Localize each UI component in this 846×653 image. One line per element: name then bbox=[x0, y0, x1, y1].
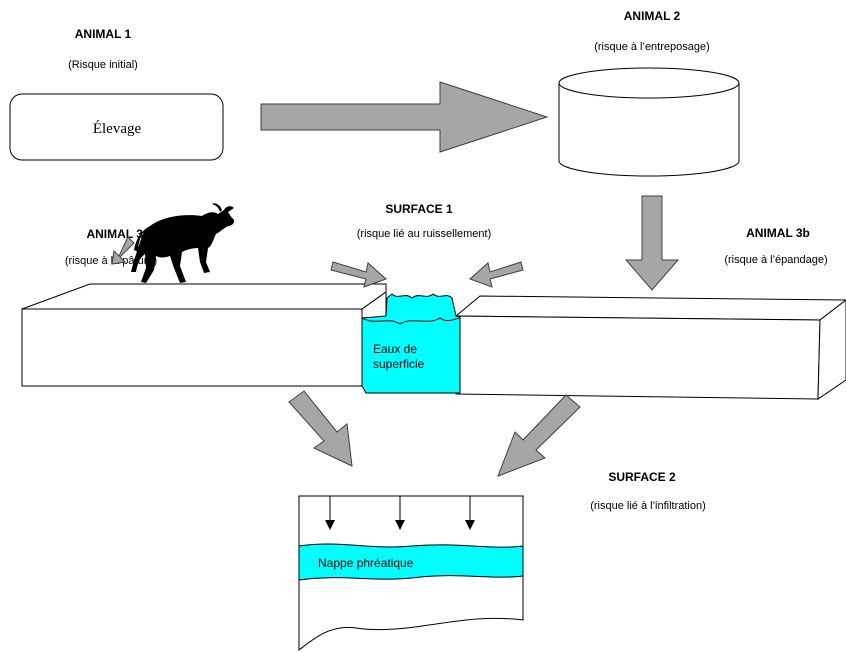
animal2-subtitle: (risque à l’entreposage) bbox=[594, 41, 710, 53]
animal3a-title: ANIMAL 3a bbox=[86, 227, 149, 241]
storage-tank-icon bbox=[558, 67, 740, 177]
animal1-subtitle: (Risque initial) bbox=[68, 59, 138, 71]
animal3b-subtitle: (risque à l’épandage) bbox=[724, 254, 827, 266]
elevage-box bbox=[9, 93, 224, 161]
surface1-subtitle: (risque lié au ruissellement) bbox=[357, 228, 492, 240]
land-block-icon bbox=[21, 283, 387, 388]
animal3b-title: ANIMAL 3b bbox=[746, 226, 810, 240]
arrow-pasture bbox=[111, 236, 135, 265]
arrow-runoff-left bbox=[330, 261, 387, 288]
land-block-icon bbox=[454, 295, 846, 400]
animal3a-subtitle: (risque à la pâture) bbox=[65, 255, 157, 267]
water-surface-icon bbox=[361, 293, 461, 394]
arrow-runoff-right bbox=[469, 261, 524, 288]
arrow-storage-to-spreading bbox=[624, 195, 680, 291]
surface1-title: SURFACE 1 bbox=[385, 202, 453, 216]
surface2-subtitle: (risque lié à l’infiltration) bbox=[590, 500, 706, 512]
aquifer-label: Nappe phréatique bbox=[318, 556, 414, 570]
water-label-line1: Eaux de bbox=[373, 342, 417, 356]
water-label-line2: superficie bbox=[373, 357, 425, 371]
elevage-label: Élevage bbox=[93, 120, 142, 137]
surface2-title: SURFACE 2 bbox=[608, 470, 676, 484]
arrow-left-to-groundwater bbox=[288, 390, 353, 467]
animal1-title: ANIMAL 1 bbox=[75, 27, 132, 41]
groundwater-icon bbox=[298, 495, 524, 652]
arrow-elevage-to-storage bbox=[260, 81, 549, 153]
cow-icon bbox=[131, 203, 235, 283]
arrow-right-to-groundwater bbox=[497, 394, 581, 477]
animal2-title: ANIMAL 2 bbox=[624, 9, 681, 23]
